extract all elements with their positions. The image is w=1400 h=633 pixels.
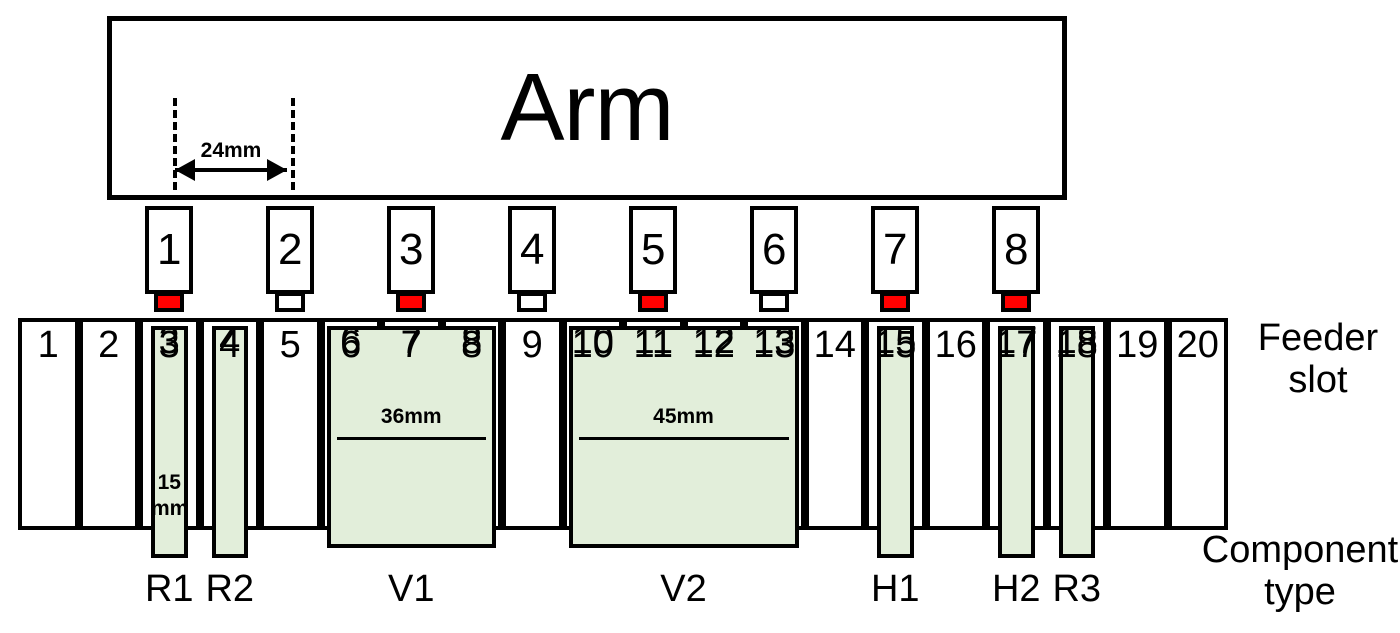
- component-type-label-R3: R3: [1052, 568, 1102, 610]
- component-type-axis-label: Component type: [1200, 529, 1400, 614]
- feeder-slot-number: 13: [753, 324, 796, 366]
- nozzle-pitch-label: 24mm: [200, 139, 262, 162]
- nozzle-tip-3-loaded[interactable]: [396, 292, 427, 312]
- pitch-guide-right-icon: [291, 98, 295, 190]
- component-slot-number: 6: [340, 320, 362, 362]
- feeder-slot-16[interactable]: 16: [925, 318, 986, 530]
- feeder-slot-number: 16: [934, 324, 977, 366]
- feeder-slot-1[interactable]: 1: [18, 318, 79, 530]
- r1-width-unit: mm: [151, 497, 189, 521]
- nozzle-head-2[interactable]: 2: [266, 206, 315, 294]
- component-width-line-V1: [336, 437, 486, 440]
- nozzle-tip-6-empty[interactable]: [759, 292, 790, 312]
- nozzle-head-7[interactable]: 7: [871, 206, 920, 294]
- nozzle-head-4[interactable]: 4: [508, 206, 557, 294]
- feeder-slot-number: 3: [158, 324, 180, 366]
- feeder-slot-number: 5: [279, 324, 301, 366]
- nozzle-head-3[interactable]: 3: [387, 206, 436, 294]
- nozzle-tip-5-loaded[interactable]: [638, 292, 669, 312]
- nozzle-head-1[interactable]: 1: [145, 206, 194, 294]
- component-H1[interactable]: [877, 326, 914, 558]
- nozzle-tip-1-loaded[interactable]: [154, 292, 185, 312]
- feeder-slot-number: 9: [521, 324, 543, 366]
- feeder-slot-number: 11: [633, 324, 673, 366]
- feeder-slot-number: 18: [1055, 324, 1098, 366]
- component-slot-number: 8: [461, 320, 483, 362]
- feeder-slot-number: 15: [874, 324, 917, 366]
- component-slot-number: 7: [400, 320, 422, 362]
- component-R1[interactable]: [151, 326, 188, 558]
- feeder-slot-number: 4: [219, 324, 241, 366]
- feeder-slot-number: 17: [995, 324, 1038, 366]
- component-width-label-V1: 36mm: [380, 405, 442, 428]
- feeder-slot-number: 8: [461, 324, 483, 366]
- nozzle-head-8[interactable]: 8: [992, 206, 1041, 294]
- component-slot-number: 12: [692, 320, 735, 362]
- pitch-arrow-right-icon: [267, 159, 287, 181]
- feeder-slot-axis-label-line1: Feeder: [1257, 317, 1379, 359]
- component-slot-number: 17: [995, 320, 1038, 362]
- nozzle-pitch-line: [175, 168, 287, 172]
- component-type-label-R2: R2: [205, 568, 255, 610]
- nozzle-tip-8-loaded[interactable]: [1001, 292, 1032, 312]
- component-slot-number: 11: [633, 320, 673, 362]
- feeder-slot-20[interactable]: 20: [1167, 318, 1228, 530]
- component-type-label-H1: H1: [870, 568, 920, 610]
- feeder-slot-number: 6: [340, 324, 362, 366]
- feeder-slot-2[interactable]: 2: [78, 318, 139, 530]
- feeder-slot-number: 12: [692, 324, 735, 366]
- component-slot-number: 13: [753, 320, 796, 362]
- pitch-arrow-left-icon: [175, 159, 195, 181]
- nozzle-tip-2-empty[interactable]: [275, 292, 306, 312]
- feeder-slot-number: 14: [813, 324, 856, 366]
- component-slot-number: 10: [571, 320, 614, 362]
- nozzle-tip-4-empty[interactable]: [517, 292, 548, 312]
- component-type-axis-label-line1: Component: [1201, 529, 1399, 571]
- component-type-label-R1: R1: [144, 568, 194, 610]
- component-R3[interactable]: [1058, 326, 1095, 558]
- feeder-slot-19[interactable]: 19: [1107, 318, 1168, 530]
- pitch-guide-left-icon: [173, 98, 177, 190]
- r1-width-value: 15: [157, 471, 181, 494]
- component-width-line-V2: [578, 437, 789, 440]
- component-slot-number: 4: [219, 320, 241, 362]
- feeder-slot-5[interactable]: 5: [260, 318, 321, 530]
- nozzle-head-5[interactable]: 5: [629, 206, 678, 294]
- nozzle-tip-7-loaded[interactable]: [880, 292, 911, 312]
- feeder-slot-axis-label: Feeder slot: [1238, 317, 1398, 402]
- component-slot-number: 3: [158, 320, 180, 362]
- component-width-label-V2: 45mm: [653, 405, 714, 428]
- feeder-slot-9[interactable]: 9: [502, 318, 563, 530]
- component-H2[interactable]: [998, 326, 1035, 558]
- component-type-label-V1: V1: [388, 568, 435, 610]
- component-slot-number: 18: [1055, 320, 1098, 362]
- component-type-label-H2: H2: [991, 568, 1041, 610]
- nozzle-head-6[interactable]: 6: [750, 206, 799, 294]
- feeder-slot-number: 19: [1116, 324, 1159, 366]
- component-type-axis-label-line2: type: [1264, 570, 1336, 613]
- feeder-slot-axis-label-line2: slot: [1288, 358, 1348, 401]
- component-R2[interactable]: [211, 326, 248, 558]
- feeder-slot-number: 20: [1176, 324, 1219, 366]
- arm-title: Arm: [500, 54, 675, 161]
- feeder-slot-number: 1: [37, 324, 59, 366]
- feeder-slot-number: 10: [571, 324, 614, 366]
- component-type-label-V2: V2: [660, 568, 707, 610]
- feeder-slot-14[interactable]: 14: [804, 318, 865, 530]
- feeder-slot-number: 7: [400, 324, 422, 366]
- component-width-label-R1: 15 mm: [151, 470, 188, 523]
- component-slot-number: 15: [874, 320, 917, 362]
- feeder-slot-number: 2: [98, 324, 120, 366]
